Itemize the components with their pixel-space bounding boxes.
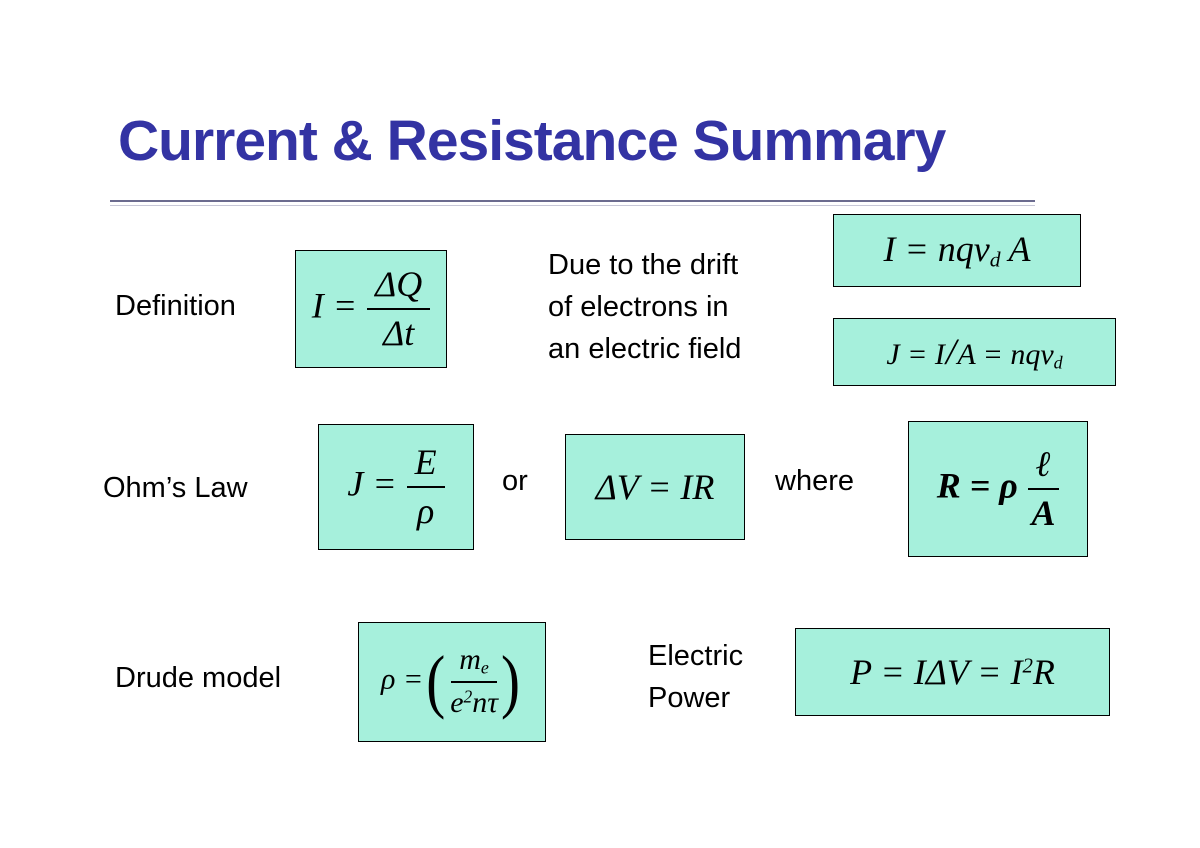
current-density-formula: J = I/A = nqvd <box>886 331 1062 374</box>
density-formula-p1: J = I <box>886 337 945 371</box>
power-formula-sup: 2 <box>1022 653 1033 678</box>
drift-note: Due to the drift of electrons in an elec… <box>548 244 741 370</box>
ohms-j-den: ρ <box>417 491 435 531</box>
drude-num: me <box>451 643 497 684</box>
current-formula-sub: d <box>989 247 1001 272</box>
where-text: where <box>775 465 854 497</box>
drude-lhs: ρ = <box>381 662 424 696</box>
drude-den-base1: e <box>450 686 464 720</box>
density-formula-sub: d <box>1053 352 1063 372</box>
ohms-j-num: E <box>406 442 445 488</box>
drude-num-base: m <box>459 643 481 677</box>
ohms-v-formula: ΔV = IR <box>595 467 715 507</box>
definition-label: Definition <box>115 290 236 322</box>
ohms-v-formula-box: ΔV = IR <box>565 434 745 540</box>
or-text: or <box>502 465 528 497</box>
current-density-formula-box: J = I/A = nqvd <box>833 318 1116 386</box>
electric-power-label: Electric Power <box>648 635 743 719</box>
resistance-lhs: R = ρ <box>936 465 1018 506</box>
electric-power-line-1: Electric <box>648 640 744 672</box>
density-formula-p2: A = nqv <box>957 337 1054 371</box>
drude-den-sup: 2 <box>463 686 473 707</box>
drift-note-line-2: of electrons in <box>548 291 729 323</box>
right-paren: ) <box>500 642 520 722</box>
power-formula-box: P = IΔV = I2R <box>795 628 1110 716</box>
power-formula: P = IΔV = I2R <box>850 651 1055 693</box>
definition-formula-lhs: I = <box>311 285 358 326</box>
definition-fraction-num: ΔQ <box>367 264 431 310</box>
drift-note-line-1: Due to the drift <box>548 249 739 281</box>
drude-num-sub: e <box>480 657 489 678</box>
definition-fraction-den: Δt <box>383 313 415 353</box>
power-formula-p1: P = IΔV = I <box>850 652 1023 692</box>
current-formula-p1: I = nqv <box>883 229 990 270</box>
resistance-num: ℓ <box>1027 444 1060 490</box>
resistance-den: A <box>1031 493 1056 533</box>
density-formula-slash: / <box>945 331 957 373</box>
drude-label: Drude model <box>115 662 282 694</box>
drude-den-base2: nτ <box>472 686 498 720</box>
drift-note-line-3: an electric field <box>548 333 742 365</box>
ohms-j-lhs: J = <box>347 463 397 504</box>
page-title: Current & Resistance Summary <box>118 109 946 173</box>
electric-power-line-2: Power <box>648 682 731 714</box>
ohms-law-label: Ohm’s Law <box>103 472 248 504</box>
drude-den: e2nτ <box>450 683 498 721</box>
power-formula-p2: R <box>1032 652 1055 692</box>
current-formula-p2: A <box>1008 229 1031 270</box>
title-underline <box>110 200 1035 206</box>
left-paren: ( <box>426 642 446 722</box>
